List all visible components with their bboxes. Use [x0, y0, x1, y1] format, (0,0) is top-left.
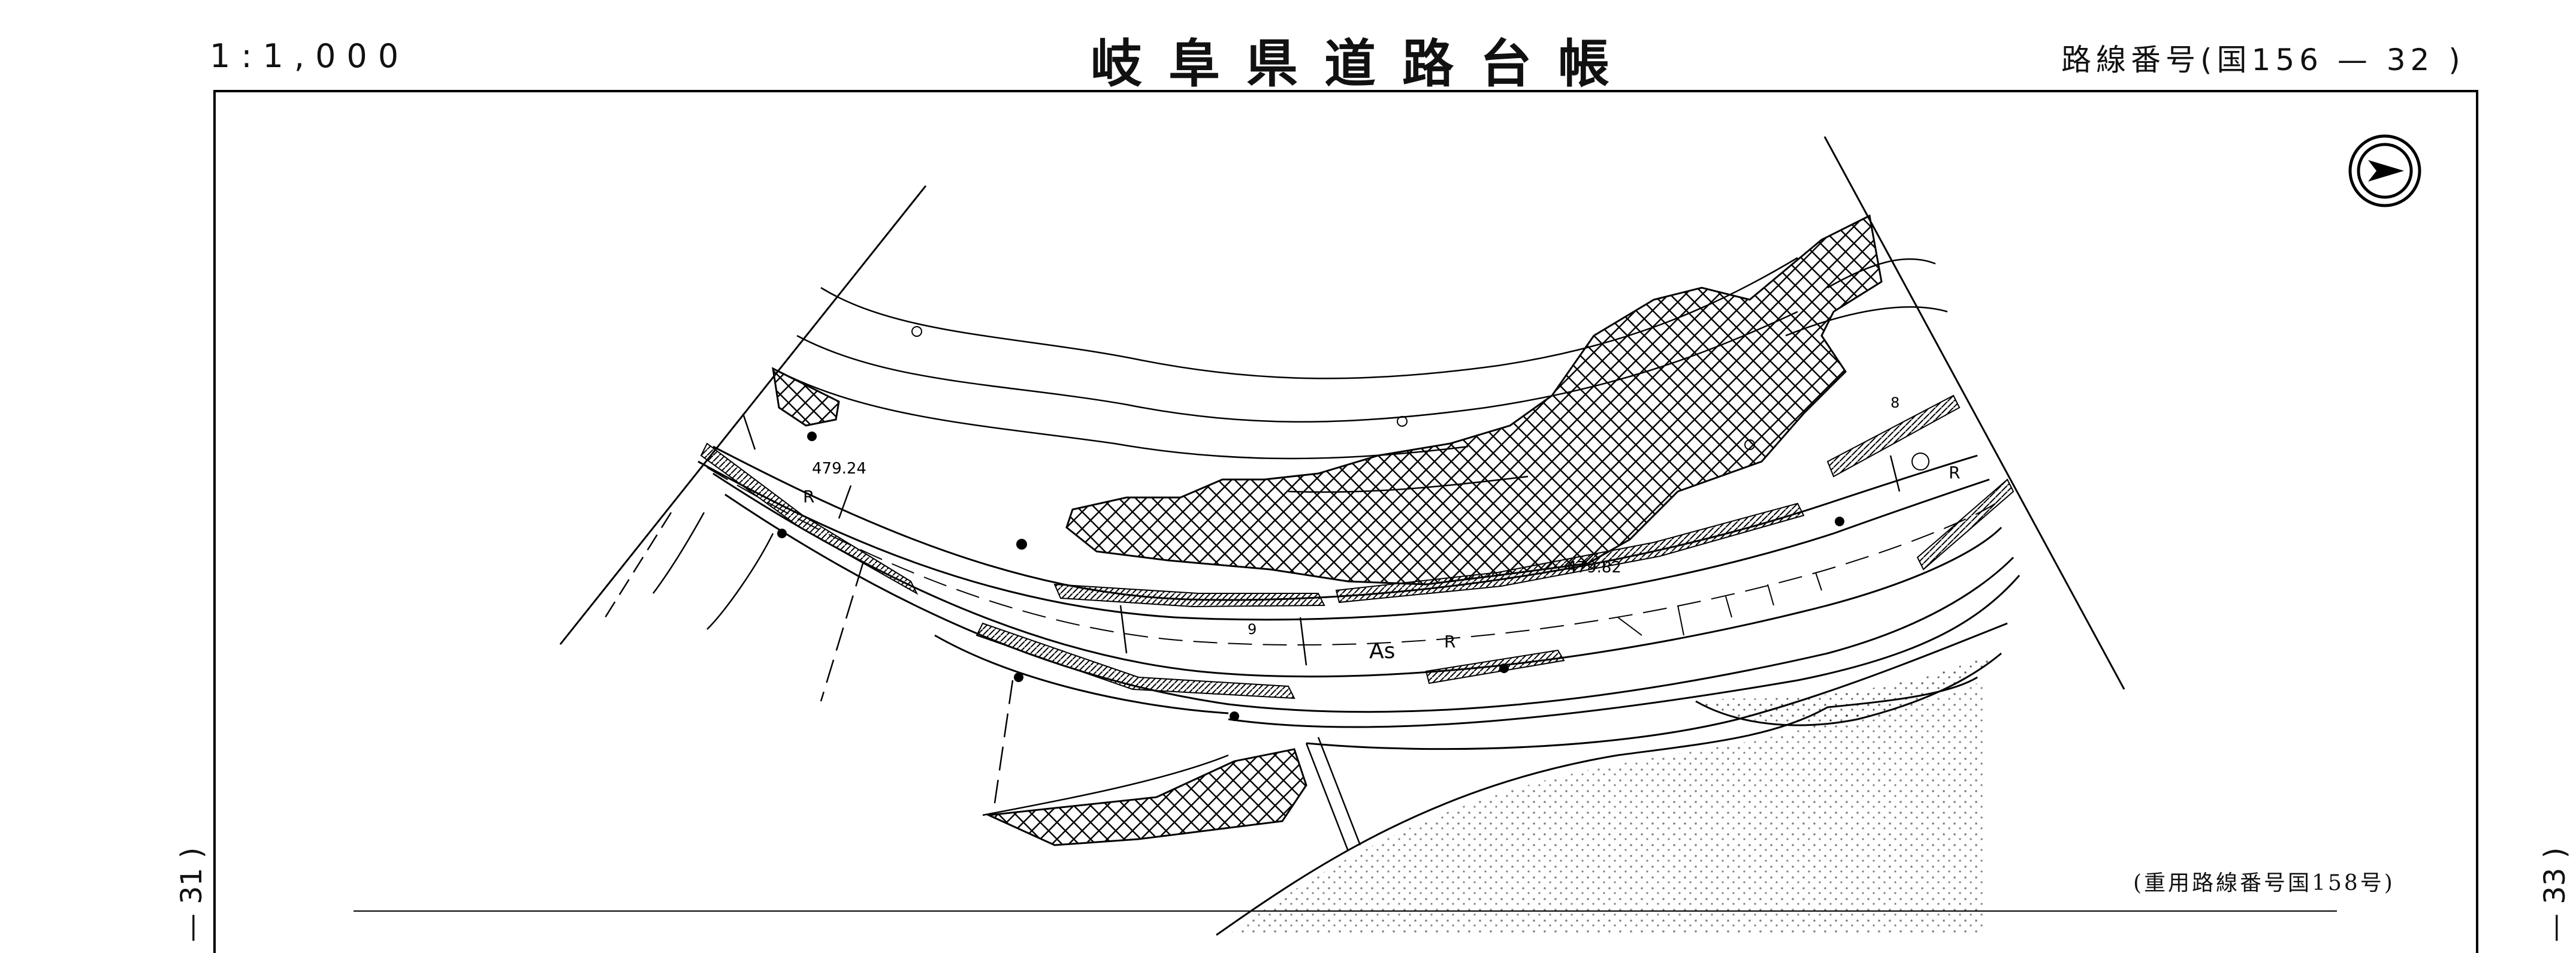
north-arrow-icon: [2348, 134, 2421, 207]
revetment-lines: [1617, 572, 1822, 636]
elevation-label-1: 479.24: [812, 460, 866, 478]
utility-poles: [777, 432, 1844, 721]
slope-area-large: [1065, 214, 1883, 586]
survey-points: [911, 326, 1929, 471]
map-scale: 1:1,000: [210, 37, 410, 75]
map-frame: [213, 90, 2478, 953]
slope-area-lower: [985, 748, 1307, 846]
side-roads: [604, 512, 1361, 852]
route-number: 路線番号(国156 — 32 ): [2061, 43, 2465, 77]
road-edges: [697, 445, 2021, 728]
page-number-left: — 31 ): [175, 847, 209, 942]
r-label-2: R: [1444, 632, 1455, 652]
slope-area-upper-left: [772, 367, 840, 427]
riverbed-sand: [1228, 680, 1983, 935]
r-label-1: R: [803, 487, 814, 506]
width-markers: [742, 413, 1901, 666]
riverbed-sand-upper: [1702, 659, 1995, 723]
road-centerline: [706, 467, 1996, 646]
width-label-9: 9: [1248, 621, 1257, 638]
page-number-right: — 33 ): [2538, 847, 2572, 942]
elevation-label-2: 479.82: [1567, 559, 1621, 577]
overlap-route-note: (重用路線番号国158号): [2133, 871, 2395, 895]
width-label-8: 8: [1891, 394, 1899, 411]
r-label-3: R: [1949, 463, 1960, 482]
retaining-walls: [700, 394, 2015, 699]
surface-label: As: [1369, 639, 1395, 664]
extent-line-right: [1823, 136, 2125, 690]
page-title: 岐阜県道路台帳: [1091, 34, 1636, 94]
